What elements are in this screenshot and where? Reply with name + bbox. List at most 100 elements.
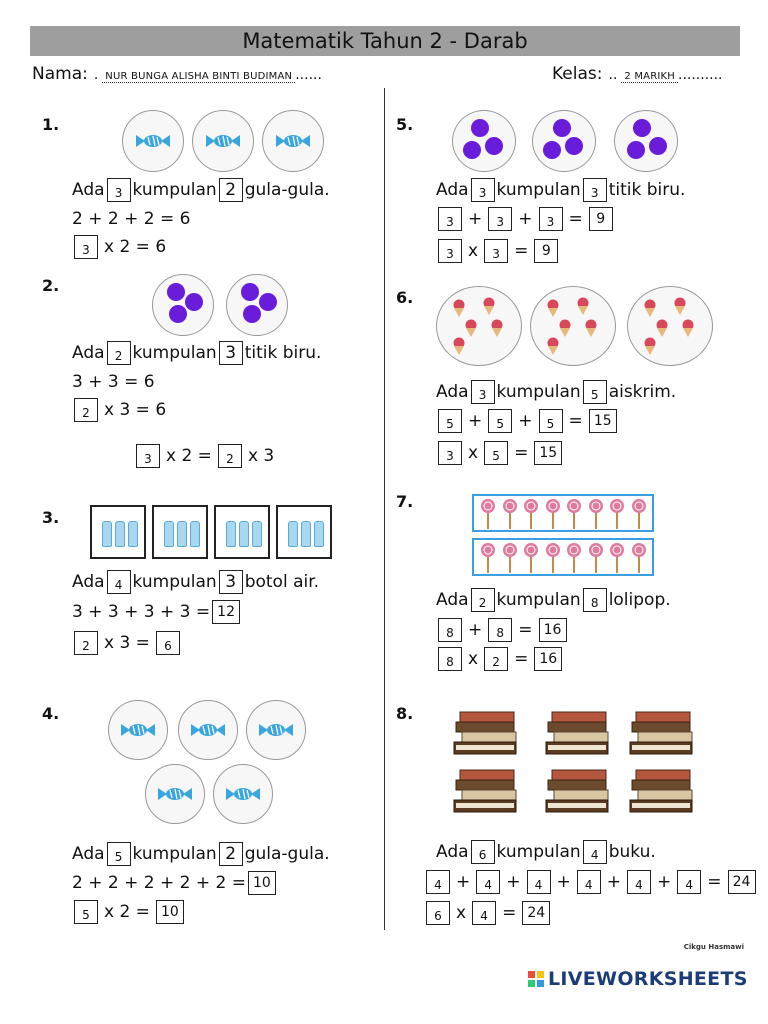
q3-multiply: 2 x 3 = 6 [72, 630, 182, 656]
answer-box[interactable]: 8 [438, 647, 462, 671]
given-box: 3 [218, 341, 243, 365]
answer-box[interactable]: 9 [534, 239, 559, 263]
q6-statement: Ada 3 kumpulan 5 aiskrim. [436, 380, 677, 404]
answer-box[interactable]: 3 [538, 207, 563, 231]
answer-box[interactable]: 3 [470, 178, 495, 202]
blue-dot [243, 305, 261, 323]
q2-sum: 3 + 3 = 6 [72, 372, 155, 392]
answer-box[interactable]: 3 [74, 235, 98, 259]
answer-box[interactable]: 5 [438, 409, 462, 433]
water-bottle-icon [301, 521, 311, 547]
answer-box[interactable]: 3 [106, 178, 131, 202]
answer-box[interactable]: 3 [488, 207, 513, 231]
dot-plate [614, 110, 678, 172]
answer-box[interactable]: 4 [526, 870, 551, 894]
lolipop-icon [481, 543, 495, 573]
lolipop-icon [524, 543, 538, 573]
answer-box[interactable]: 16 [534, 647, 563, 671]
given-box: 2 [218, 178, 243, 202]
answer-box[interactable]: 15 [588, 409, 617, 433]
answer-box[interactable]: 9 [588, 207, 613, 231]
answer-box[interactable]: 4 [582, 840, 607, 864]
blue-dot [649, 137, 667, 155]
answer-box[interactable]: 2 [484, 647, 509, 671]
q1-multiply: 3 x 2 = 6 [72, 234, 170, 260]
dot-plate [226, 274, 288, 336]
question-number: 4. [42, 704, 60, 723]
answer-box[interactable]: 8 [582, 588, 607, 612]
answer-box[interactable]: 6 [426, 901, 450, 925]
answer-box[interactable]: 24 [522, 901, 551, 925]
answer-box[interactable]: 4 [106, 570, 131, 594]
answer-box[interactable]: 6 [470, 840, 495, 864]
answer-box[interactable]: 4 [476, 870, 501, 894]
answer-box[interactable]: 3 [438, 207, 462, 231]
icecream-icon [577, 297, 589, 315]
class-field[interactable]: 2 MARIKH [621, 71, 678, 83]
answer-box[interactable]: 24 [727, 870, 756, 894]
blue-dot [169, 305, 187, 323]
answer-box[interactable]: 5 [106, 842, 131, 866]
answer-box[interactable]: 4 [677, 870, 702, 894]
candy-plate [145, 764, 205, 824]
water-bottle-icon [314, 521, 324, 547]
candy-plate [178, 700, 238, 760]
lolipop-icon [567, 499, 581, 529]
answer-box[interactable]: 4 [472, 901, 497, 925]
water-bottle-icon [115, 521, 125, 547]
answer-box[interactable]: 10 [247, 871, 276, 895]
answer-box[interactable]: 4 [627, 870, 651, 894]
page-title: Matematik Tahun 2 - Darab [30, 26, 740, 56]
answer-box[interactable]: 2 [217, 444, 242, 468]
answer-box[interactable]: 3 [470, 380, 495, 404]
lolipop-icon [481, 499, 495, 529]
book-stack-icon [545, 769, 609, 813]
candy-icon [158, 788, 192, 800]
answer-box[interactable]: 2 [74, 631, 98, 655]
q5-statement: Ada 3 kumpulan 3 titik biru. [436, 178, 686, 202]
answer-box[interactable]: 6 [155, 631, 180, 655]
column-divider [384, 88, 385, 930]
answer-box[interactable]: 3 [484, 239, 509, 263]
q4-multiply: 5 x 2 = 10 [72, 899, 186, 925]
name-field[interactable]: NUR BUNGA ALISHA BINTI BUDIMAN [102, 71, 296, 83]
answer-box[interactable]: 3 [136, 444, 160, 468]
q8-sum: 4 + 4 + 4 + 4 + 4 + 4 = 24 [424, 869, 758, 895]
icecream-plate [436, 286, 522, 366]
answer-box[interactable]: 16 [538, 618, 567, 642]
answer-box[interactable]: 3 [438, 441, 462, 465]
answer-box[interactable]: 3 [582, 178, 607, 202]
answer-box[interactable]: 5 [538, 409, 563, 433]
answer-box[interactable]: 5 [74, 900, 98, 924]
q1-statement: Ada 3 kumpulan 2 gula-gula. [72, 178, 330, 202]
answer-box[interactable]: 10 [155, 900, 184, 924]
brand-text: LIVEWORKSHEETS [548, 968, 748, 990]
question-number: 3. [42, 508, 60, 527]
lolipop-icon [545, 499, 560, 529]
answer-box[interactable]: 5 [484, 441, 509, 465]
water-bottle-icon [128, 521, 138, 547]
lolipop-icon [502, 499, 517, 529]
candy-icon [136, 135, 170, 147]
candy-plate [122, 110, 184, 172]
candy-icon [276, 135, 310, 147]
blue-dot [185, 293, 203, 311]
icecream-plate [627, 286, 713, 366]
dot-plate [152, 274, 214, 336]
answer-box[interactable]: 2 [470, 588, 495, 612]
answer-box[interactable]: 2 [74, 398, 98, 422]
answer-box[interactable]: 8 [438, 618, 462, 642]
answer-box[interactable]: 4 [576, 870, 601, 894]
brand-logo[interactable]: LIVEWORKSHEETS [528, 968, 748, 990]
answer-box[interactable]: 12 [212, 600, 241, 624]
lolipop-icon [545, 543, 560, 573]
blue-dot [167, 283, 185, 301]
answer-box[interactable]: 4 [426, 870, 450, 894]
answer-box[interactable]: 5 [582, 380, 607, 404]
answer-box[interactable]: 8 [488, 618, 513, 642]
answer-box[interactable]: 15 [534, 441, 563, 465]
answer-box[interactable]: 2 [106, 341, 131, 365]
answer-box[interactable]: 5 [488, 409, 513, 433]
book-stack-icon [453, 769, 517, 813]
answer-box[interactable]: 3 [438, 239, 462, 263]
